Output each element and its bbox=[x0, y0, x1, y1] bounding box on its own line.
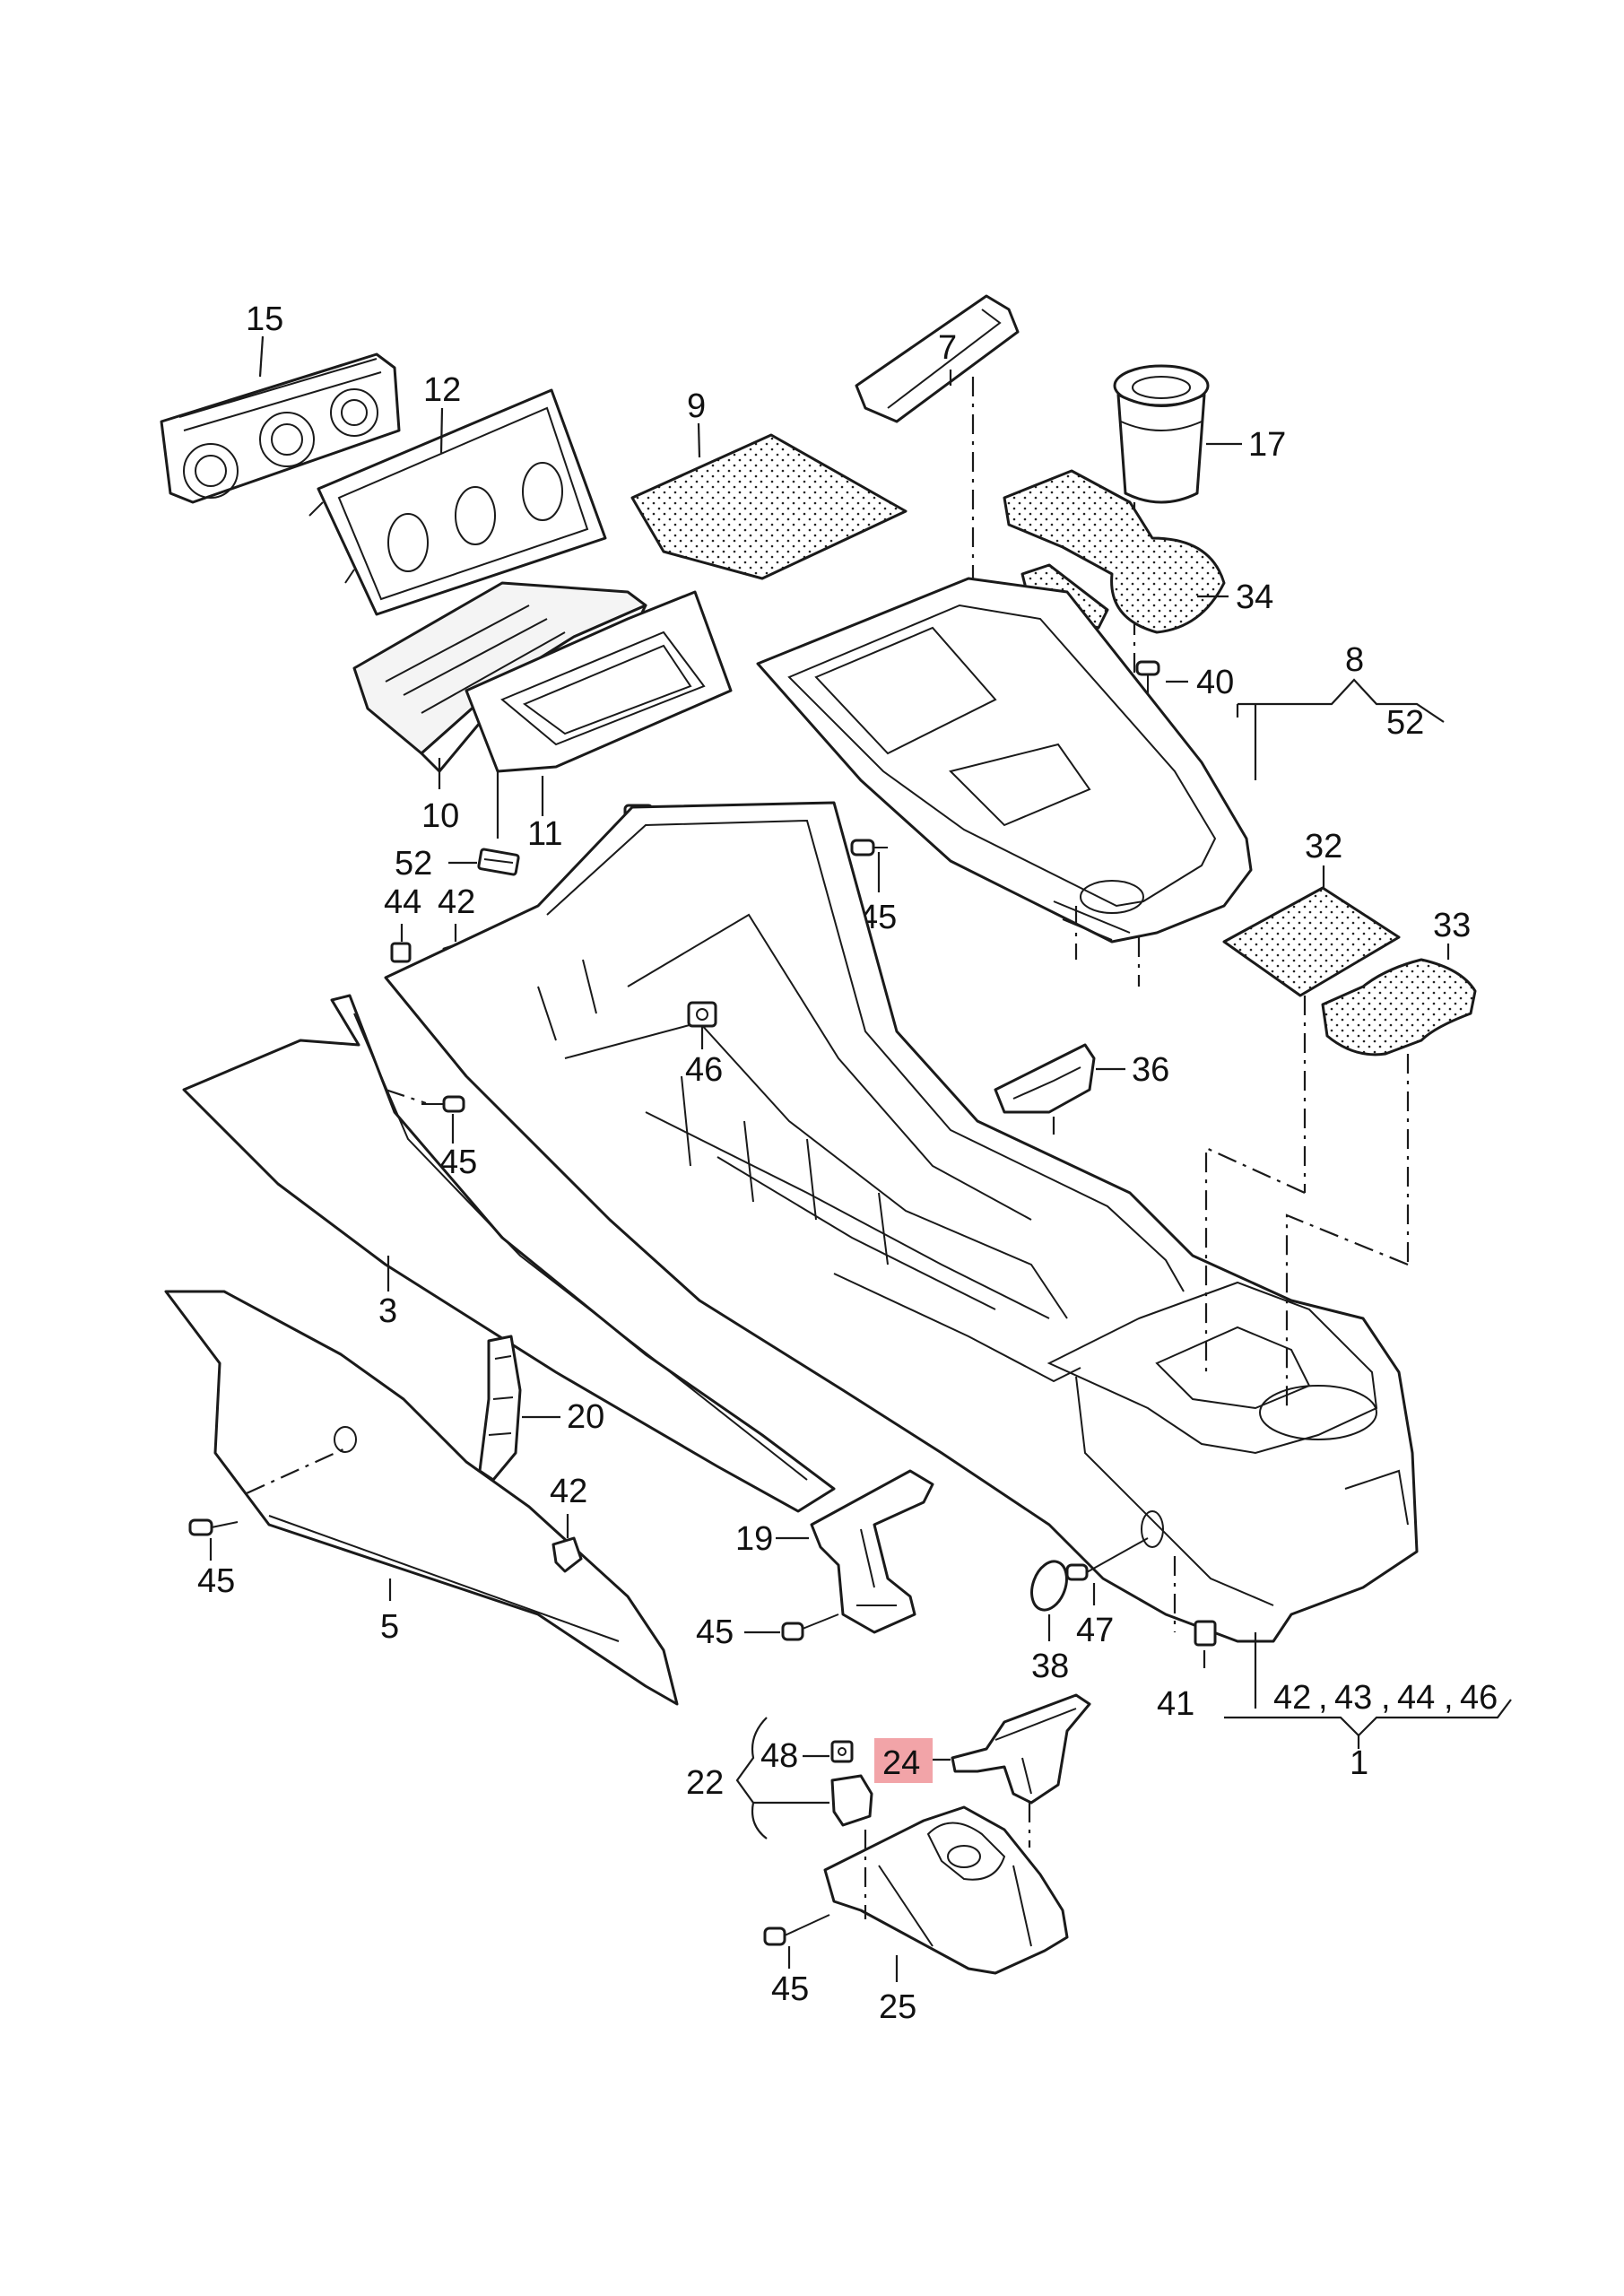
label-sep-2: , bbox=[1381, 1679, 1391, 1717]
part-36-bracket[interactable] bbox=[994, 1043, 1096, 1114]
part-45-screw-mid[interactable] bbox=[781, 1613, 839, 1641]
label-52-left: 52 bbox=[395, 845, 432, 883]
label-25: 25 bbox=[879, 1988, 916, 2026]
label-47: 47 bbox=[1076, 1612, 1114, 1649]
part-22-switch[interactable] bbox=[830, 1774, 873, 1827]
part-45-screw-farleft[interactable] bbox=[188, 1518, 239, 1536]
label-33: 33 bbox=[1433, 907, 1471, 944]
label-17: 17 bbox=[1248, 426, 1286, 464]
part-7-grab-handle[interactable] bbox=[855, 294, 1020, 423]
label-5: 5 bbox=[380, 1608, 399, 1646]
part-5-lower-trim[interactable] bbox=[164, 1290, 679, 1706]
part-47-screw[interactable] bbox=[1065, 1537, 1149, 1581]
label-11: 11 bbox=[527, 815, 562, 853]
label-48: 48 bbox=[760, 1737, 798, 1775]
label-36: 36 bbox=[1132, 1051, 1169, 1089]
part-3-side-trim[interactable] bbox=[182, 994, 836, 1513]
label-34: 34 bbox=[1236, 578, 1273, 616]
label-45-bottom: 45 bbox=[771, 1970, 809, 2008]
part-34-cupholder-mat[interactable] bbox=[1003, 469, 1226, 634]
part-40-screw[interactable] bbox=[1135, 660, 1160, 695]
label-40: 40 bbox=[1196, 664, 1234, 701]
part-25-shifter-housing[interactable] bbox=[823, 1805, 1069, 1975]
part-38-cap[interactable] bbox=[1026, 1557, 1073, 1615]
label-12: 12 bbox=[423, 371, 461, 409]
label-43-group: 43 bbox=[1334, 1679, 1372, 1717]
label-42-left: 42 bbox=[438, 883, 475, 921]
part-20-bracket[interactable] bbox=[478, 1335, 522, 1482]
part-45-screw-upper[interactable] bbox=[850, 839, 888, 857]
part-45-screw-bottom[interactable] bbox=[763, 1914, 830, 1946]
part-52-clip[interactable] bbox=[477, 848, 520, 876]
label-42-group: 42 bbox=[1273, 1679, 1311, 1717]
label-1: 1 bbox=[1350, 1744, 1368, 1782]
label-sep-1: , bbox=[1318, 1679, 1328, 1717]
part-32-mat[interactable] bbox=[1222, 886, 1401, 997]
label-19: 19 bbox=[735, 1520, 773, 1558]
part-42-clip-middle[interactable] bbox=[551, 1536, 583, 1573]
label-44-group: 44 bbox=[1397, 1679, 1435, 1717]
part-24-highlight[interactable]: 24 bbox=[874, 1738, 933, 1783]
part-33-mat[interactable] bbox=[1321, 958, 1477, 1057]
label-8: 8 bbox=[1345, 641, 1364, 679]
part-9-storage-mat[interactable] bbox=[630, 433, 908, 580]
label-44: 44 bbox=[384, 883, 421, 921]
part-8-upper-console-tray[interactable] bbox=[756, 577, 1253, 944]
label-20: 20 bbox=[567, 1398, 604, 1436]
part-41-clip[interactable] bbox=[1194, 1620, 1217, 1647]
label-7: 7 bbox=[938, 329, 957, 367]
label-9: 9 bbox=[687, 387, 706, 425]
part-12-trim-panel[interactable] bbox=[308, 388, 607, 616]
part-44-clip[interactable] bbox=[390, 942, 412, 963]
part-15-climate-control[interactable] bbox=[160, 352, 401, 504]
part-24-bracket[interactable] bbox=[951, 1693, 1091, 1805]
part-48-clip[interactable] bbox=[830, 1740, 854, 1763]
part-19-holder[interactable] bbox=[810, 1469, 934, 1634]
label-41: 41 bbox=[1157, 1685, 1194, 1723]
label-sep-3: , bbox=[1444, 1679, 1454, 1717]
label-15: 15 bbox=[246, 300, 283, 338]
label-46: 46 bbox=[685, 1051, 723, 1089]
label-38: 38 bbox=[1031, 1648, 1069, 1685]
part-45-screw-left[interactable] bbox=[421, 1095, 465, 1113]
label-24: 24 bbox=[882, 1744, 920, 1782]
label-45-farleft: 45 bbox=[197, 1562, 235, 1600]
label-22: 22 bbox=[686, 1764, 724, 1802]
label-52-top: 52 bbox=[1386, 704, 1424, 742]
label-46-group: 46 bbox=[1460, 1679, 1498, 1717]
part-17-cup-insert[interactable] bbox=[1113, 364, 1210, 504]
label-3: 3 bbox=[378, 1292, 397, 1330]
label-42-middle: 42 bbox=[550, 1473, 587, 1510]
label-32: 32 bbox=[1305, 828, 1342, 865]
label-45-mid: 45 bbox=[696, 1613, 734, 1651]
label-10: 10 bbox=[421, 797, 459, 835]
part-46-clip[interactable] bbox=[687, 1001, 717, 1028]
part-1-center-console[interactable] bbox=[384, 801, 1419, 1643]
